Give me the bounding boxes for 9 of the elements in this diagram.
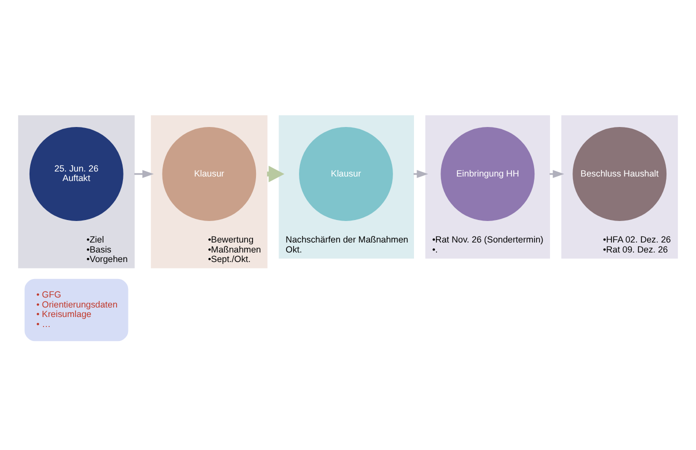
node-circle: 25. Jun. 26 Auftakt (29, 127, 124, 221)
arrow (134, 170, 154, 178)
node-circle: Beschluss Haushalt (572, 127, 667, 221)
node-circle: Klausur (162, 127, 256, 221)
node-box: • GFG • Orientierungsdaten • Kreisumlage • … (24, 278, 128, 342)
node-circle: Klausur (299, 127, 393, 221)
arrow (414, 170, 428, 178)
arrow (550, 170, 564, 178)
node-circle: Einbringung HH (440, 127, 535, 221)
